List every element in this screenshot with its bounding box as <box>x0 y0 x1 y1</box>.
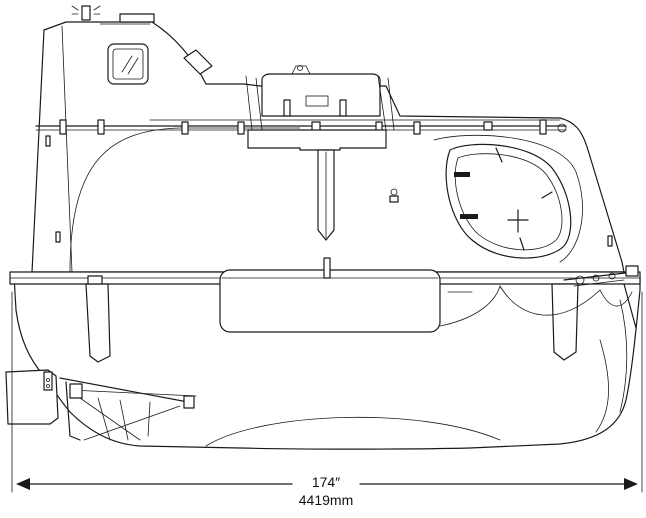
side-tank <box>219 257 473 333</box>
side-fitting-icon <box>389 188 399 203</box>
arrow-left-icon <box>16 478 30 490</box>
bow-fittings <box>563 265 639 329</box>
cabin-window <box>107 43 149 85</box>
stern-skeg <box>85 271 111 363</box>
propeller-guard <box>59 377 197 441</box>
side-entry-hatch <box>445 143 572 259</box>
dimension-imperial: 174″ <box>312 474 340 490</box>
tower-hatch <box>183 49 213 75</box>
beacon-light-icon <box>71 5 155 23</box>
arrow-right-icon <box>624 478 638 490</box>
bow-skeg <box>551 283 579 361</box>
dimension-line <box>11 291 643 493</box>
dimension-metric: 4419mm <box>299 492 353 508</box>
top-hatch <box>245 65 395 131</box>
rudder <box>5 369 59 425</box>
grab-rail <box>35 119 567 137</box>
tower-fittings <box>45 135 613 247</box>
lifelines <box>439 285 633 327</box>
central-strut <box>247 129 387 241</box>
